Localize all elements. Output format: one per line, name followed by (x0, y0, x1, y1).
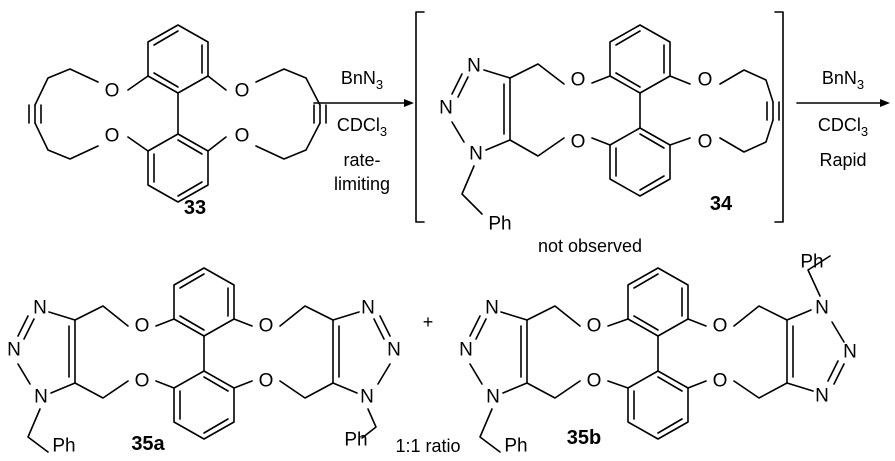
compound-33-structure: O O O O (28, 24, 327, 203)
product-ratio: 1:1 ratio (395, 436, 460, 456)
compound-33-label: 33 (184, 197, 206, 219)
atom-oxygen: O (587, 371, 602, 392)
atom-nitrogen: N (7, 340, 21, 361)
atom-oxygen: O (105, 126, 120, 147)
atom-nitrogen: N (815, 298, 829, 319)
atom-oxygen: O (587, 316, 602, 337)
atom-nitrogen: N (485, 298, 499, 319)
arrow1-note-line2: limiting (334, 174, 390, 194)
arrow2-solvent: CDCl3 (818, 115, 868, 139)
reaction-arrow-2 (796, 99, 890, 107)
compound-35b-structure: O O O O N N N N N N Ph Ph (459, 252, 857, 457)
atom-oxygen: O (259, 371, 274, 392)
atom-nitrogen: N (486, 387, 500, 408)
atom-phenyl: Ph (52, 436, 75, 457)
arrow2-reagent: BnN3 (822, 68, 864, 92)
atom-oxygen: O (698, 70, 713, 91)
atom-oxygen: O (713, 371, 728, 392)
atom-nitrogen: N (815, 386, 829, 407)
compound-35b-label: 35b (567, 427, 601, 449)
arrow2-note: Rapid (819, 150, 866, 170)
atom-nitrogen: N (469, 144, 483, 165)
intermediate-note: not observed (538, 236, 642, 256)
atom-phenyl: Ph (800, 252, 823, 273)
atom-nitrogen: N (360, 387, 374, 408)
atom-oxygen: O (713, 316, 728, 337)
atom-oxygen: O (135, 316, 150, 337)
atom-oxygen: O (571, 132, 586, 153)
compound-35a-structure: O O O O N N N N N N Ph Ph (7, 267, 401, 457)
atom-nitrogen: N (361, 298, 375, 319)
compound-35a-label: 35a (131, 433, 165, 455)
compound-34-label: 34 (710, 193, 733, 215)
atom-nitrogen: N (34, 387, 48, 408)
reaction-arrow-1 (313, 99, 414, 107)
intermediate-brackets (415, 11, 784, 223)
atom-phenyl: Ph (344, 430, 367, 451)
atom-oxygen: O (135, 371, 150, 392)
atom-nitrogen: N (439, 98, 453, 119)
atom-oxygen: O (235, 81, 250, 102)
arrow1-solvent: CDCl3 (337, 115, 387, 139)
atom-oxygen: O (105, 81, 120, 102)
atom-oxygen: O (259, 316, 274, 337)
atom-oxygen: O (571, 70, 586, 91)
arrow1-note-line1: rate- (343, 150, 380, 170)
atom-phenyl: Ph (504, 436, 527, 457)
atom-phenyl: Ph (488, 214, 511, 235)
atom-nitrogen: N (467, 56, 481, 77)
arrow1-reagent: BnN3 (341, 68, 383, 92)
atom-nitrogen: N (387, 340, 401, 361)
atom-oxygen: O (235, 126, 250, 147)
atom-nitrogen: N (843, 342, 857, 363)
atom-oxygen: O (698, 132, 713, 153)
atom-nitrogen: N (33, 298, 47, 319)
plus-sign: + (423, 312, 434, 332)
atom-nitrogen: N (459, 340, 473, 361)
compound-34-structure: O O O O N N N Ph (439, 24, 780, 235)
